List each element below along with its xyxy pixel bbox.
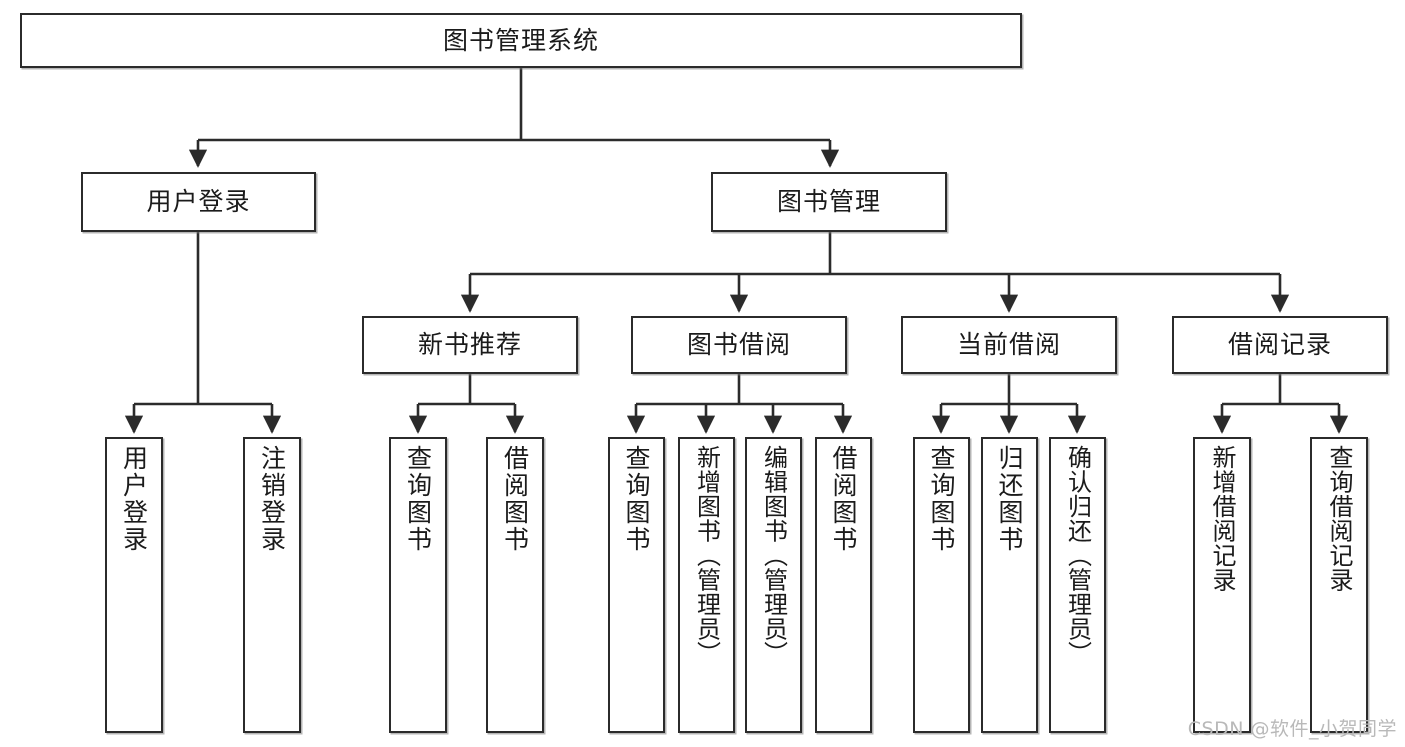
node-leaf-user-login-label: 用户登录 xyxy=(119,445,149,553)
node-leaf-return-book[interactable]: 归还图书 xyxy=(981,437,1038,733)
node-leaf-logout-login-label: 注销登录 xyxy=(257,445,287,553)
node-leaf-query-book-3[interactable]: 查询图书 xyxy=(913,437,970,733)
node-leaf-add-book[interactable]: 新增图书（管理员） xyxy=(678,437,735,733)
node-leaf-borrow-book-2[interactable]: 借阅图书 xyxy=(815,437,872,733)
node-leaf-return-book-label: 归还图书 xyxy=(995,445,1024,553)
node-user-login-label: 用户登录 xyxy=(146,187,251,217)
node-leaf-add-book-label: 新增图书（管理员） xyxy=(692,445,721,666)
node-leaf-logout-login[interactable]: 注销登录 xyxy=(243,437,301,733)
node-new-book-recommend-label: 新书推荐 xyxy=(417,330,522,360)
node-leaf-query-book-2[interactable]: 查询图书 xyxy=(608,437,665,733)
node-leaf-user-login[interactable]: 用户登录 xyxy=(105,437,163,733)
node-leaf-query-book-1[interactable]: 查询图书 xyxy=(389,437,447,733)
node-book-borrow-label: 图书借阅 xyxy=(686,330,791,360)
node-leaf-add-record-label: 新增借阅记录 xyxy=(1208,445,1236,592)
node-current-borrow-label: 当前借阅 xyxy=(956,330,1061,360)
node-leaf-query-record[interactable]: 查询借阅记录 xyxy=(1310,437,1368,733)
node-leaf-borrow-book-1-label: 借阅图书 xyxy=(500,445,530,553)
node-borrow-record-label: 借阅记录 xyxy=(1227,330,1332,360)
node-new-book-recommend[interactable]: 新书推荐 xyxy=(362,316,578,374)
node-leaf-add-record[interactable]: 新增借阅记录 xyxy=(1193,437,1251,733)
node-leaf-query-record-label: 查询借阅记录 xyxy=(1325,445,1353,592)
node-user-login[interactable]: 用户登录 xyxy=(81,172,316,232)
node-root[interactable]: 图书管理系统 xyxy=(20,13,1022,68)
node-leaf-borrow-book-1[interactable]: 借阅图书 xyxy=(486,437,544,733)
node-root-label: 图书管理系统 xyxy=(442,25,599,55)
csdn-watermark: CSDN @软件_小贺同学 xyxy=(1187,718,1397,740)
node-book-borrow[interactable]: 图书借阅 xyxy=(631,316,847,374)
node-leaf-query-book-3-label: 查询图书 xyxy=(927,445,956,553)
node-leaf-edit-book[interactable]: 编辑图书（管理员） xyxy=(745,437,802,733)
node-leaf-edit-book-label: 编辑图书（管理员） xyxy=(759,445,788,666)
node-current-borrow[interactable]: 当前借阅 xyxy=(901,316,1117,374)
node-book-management-label: 图书管理 xyxy=(776,187,881,217)
node-leaf-query-book-1-label: 查询图书 xyxy=(403,445,433,553)
node-book-management[interactable]: 图书管理 xyxy=(711,172,947,232)
node-leaf-query-book-2-label: 查询图书 xyxy=(622,445,651,553)
node-leaf-borrow-book-2-label: 借阅图书 xyxy=(829,445,858,553)
node-leaf-confirm-return[interactable]: 确认归还（管理员） xyxy=(1049,437,1106,733)
node-leaf-confirm-return-label: 确认归还（管理员） xyxy=(1063,445,1092,666)
node-borrow-record[interactable]: 借阅记录 xyxy=(1172,316,1388,374)
